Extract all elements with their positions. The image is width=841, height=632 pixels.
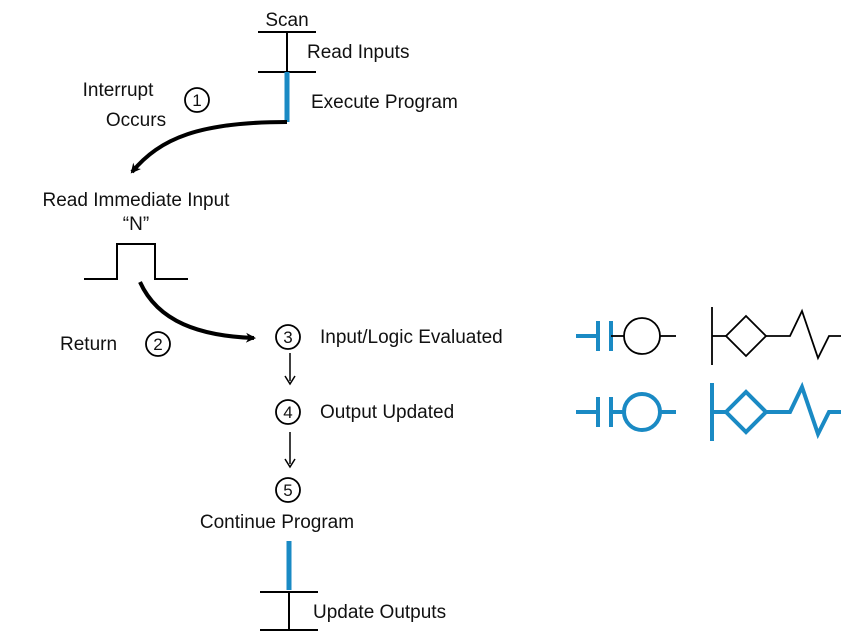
- return-arrow: [138, 281, 256, 343]
- return-label: Return: [60, 334, 117, 355]
- step-2-number: 2: [153, 335, 162, 354]
- ladder-symbols-output: [576, 381, 841, 441]
- execute-program-label: Execute Program: [311, 92, 458, 113]
- step-5-circle: [275, 477, 301, 503]
- coil-icon: [623, 317, 676, 355]
- step-2-circle: [145, 331, 171, 357]
- interrupt-label-line2: Occurs: [106, 110, 166, 131]
- bottom-timeline: Update Outputs: [260, 541, 446, 631]
- output-updated-step: 4 Output Updated: [275, 399, 454, 425]
- step-1-circle: [184, 87, 210, 113]
- step-4-circle: [275, 399, 301, 425]
- resistor-zigzag-icon: [766, 308, 841, 361]
- step-1-number: 1: [192, 91, 201, 110]
- scan-timeline: Scan Read Inputs Execute Program: [258, 10, 458, 122]
- coil-icon: [622, 392, 676, 432]
- read-inputs-label: Read Inputs: [307, 42, 409, 63]
- ladder-symbols-input-logic: [576, 307, 841, 365]
- scan-label: Scan: [265, 10, 308, 31]
- output-updated-label: Output Updated: [320, 402, 454, 423]
- arrow-4-to-5: [284, 432, 296, 469]
- step-4-number: 4: [283, 403, 292, 422]
- contact-icon: [576, 397, 624, 427]
- input-logic-evaluated-label: Input/Logic Evaluated: [320, 327, 503, 348]
- resistor-zigzag-icon: [766, 381, 841, 440]
- interrupt-occurs: Interrupt Occurs 1: [83, 80, 210, 131]
- interrupt-arrow: [130, 120, 288, 174]
- step-3-circle: [275, 324, 301, 350]
- input-logic-evaluated-step: 3 Input/Logic Evaluated: [275, 324, 503, 350]
- continue-program-label: Continue Program: [200, 512, 354, 533]
- valve-icon: [710, 383, 769, 441]
- interrupt-label-line1: Interrupt: [83, 80, 154, 101]
- step-5-number: 5: [283, 481, 292, 500]
- valve-icon: [711, 307, 768, 365]
- step-3-number: 3: [283, 328, 292, 347]
- update-outputs-label: Update Outputs: [313, 602, 446, 623]
- return-step: Return 2: [60, 331, 171, 357]
- input-n-label: “N”: [123, 214, 149, 235]
- arrow-3-to-4: [284, 353, 296, 386]
- contact-icon: [576, 321, 624, 351]
- input-pulse-waveform: [84, 243, 188, 280]
- read-immediate-input-label: Read Immediate Input: [43, 190, 231, 211]
- read-immediate-input: Read Immediate Input “N”: [43, 190, 231, 280]
- continue-program-step: 5 Continue Program: [200, 477, 354, 533]
